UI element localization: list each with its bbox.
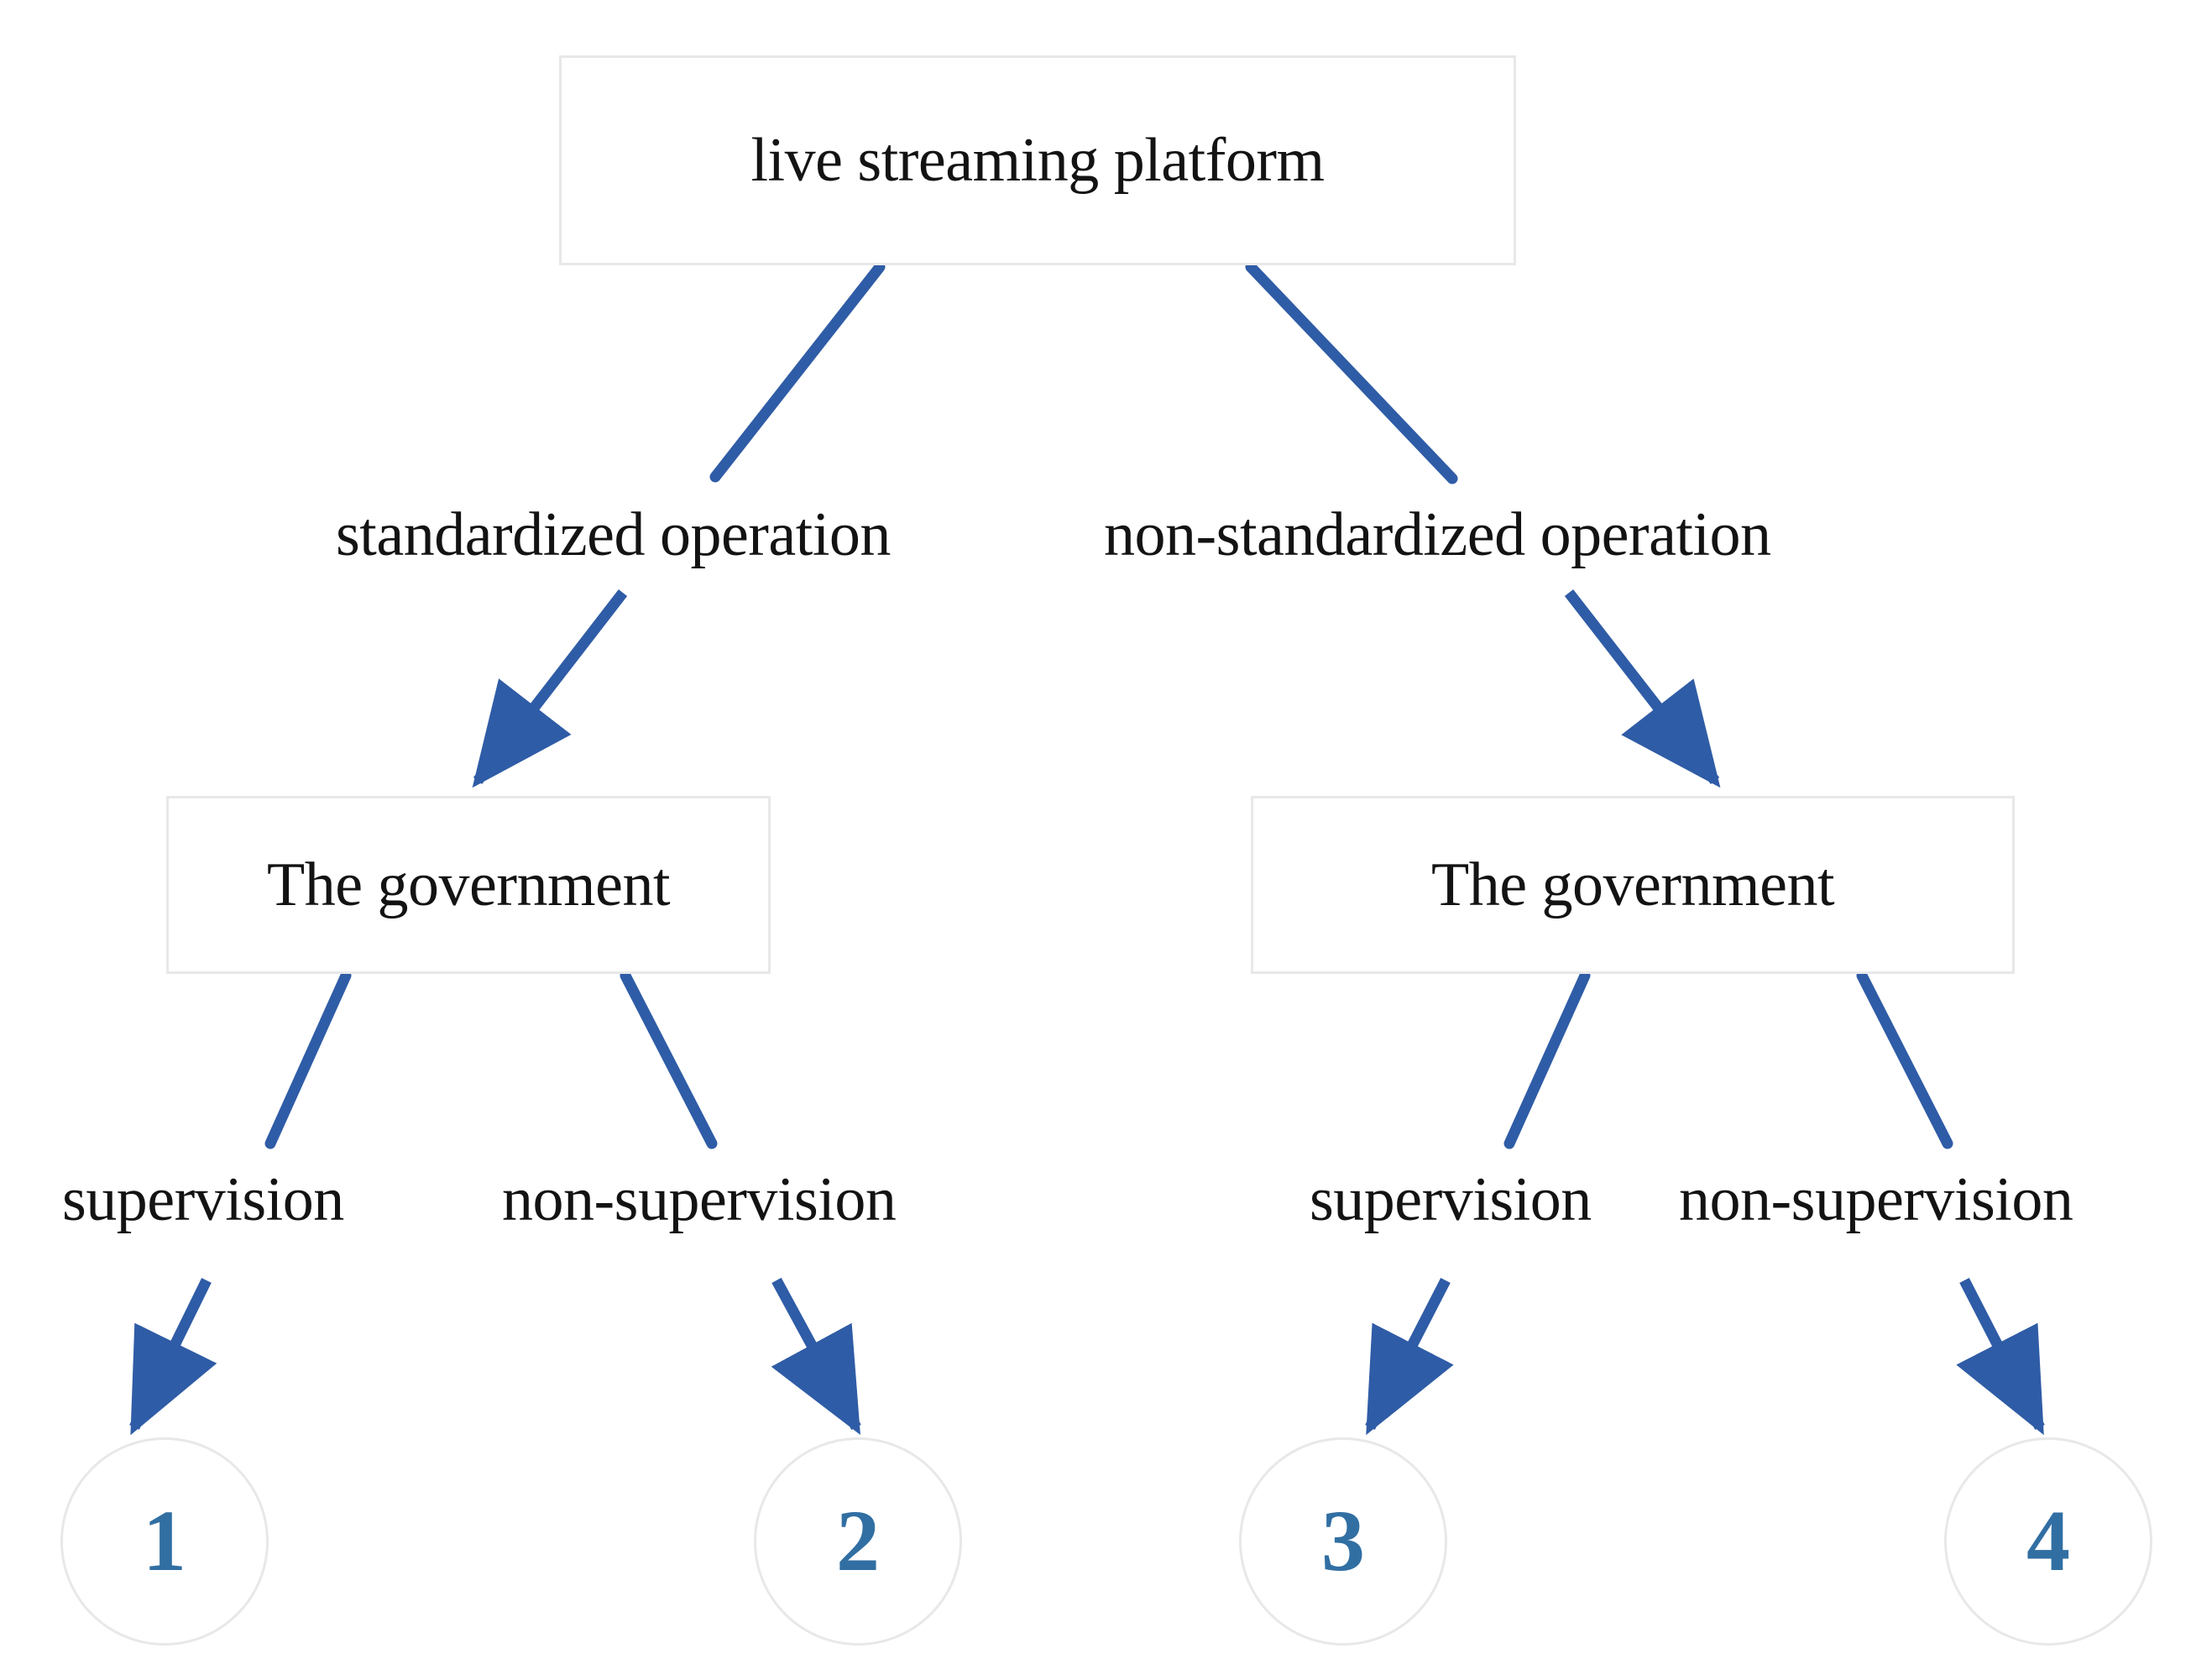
node-live-streaming-platform-label: live streaming platform [750, 126, 1325, 195]
outcome-circle-1-number: 1 [143, 1493, 186, 1589]
arrow-non-standardized-to-gov-right [1564, 589, 1721, 788]
outcome-circle-1[interactable]: 1 [60, 1437, 269, 1646]
outcome-circle-4[interactable]: 4 [1944, 1437, 2152, 1646]
arrow-supervision-to-outcome-3 [1365, 1278, 1454, 1436]
node-government-left[interactable]: The government [166, 796, 771, 974]
edge-label-non-supervision-right: non-supervision [1679, 1165, 2073, 1234]
outcome-circle-3[interactable]: 3 [1239, 1437, 1447, 1646]
node-government-right-label: The government [1431, 850, 1835, 919]
outcome-circle-2-number: 2 [836, 1493, 880, 1589]
edge-label-supervision-right: supervision [1310, 1165, 1592, 1234]
connector-gov-right-to-non-supervision [1856, 970, 1953, 1149]
outcome-circle-3-number: 3 [1321, 1493, 1365, 1589]
arrow-supervision-to-outcome-1 [129, 1278, 217, 1436]
connector-gov-left-to-non-supervision [620, 970, 718, 1149]
arrow-non-supervision-to-outcome-4 [1956, 1278, 2045, 1436]
connector-gov-left-to-supervision [264, 970, 352, 1149]
outcome-circle-4-number: 4 [2026, 1493, 2070, 1589]
node-live-streaming-platform[interactable]: live streaming platform [559, 55, 1516, 265]
arrow-non-supervision-to-outcome-2 [771, 1277, 861, 1436]
edge-label-standardized-operation: standardized operation [336, 500, 891, 569]
connector-gov-right-to-supervision [1503, 970, 1591, 1149]
arrow-standardized-to-gov-left [472, 589, 628, 788]
node-government-left-label: The government [267, 850, 671, 919]
edge-label-non-standardized-operation: non-standardized operation [1104, 500, 1771, 569]
connector-root-to-standardized [709, 261, 886, 483]
outcome-circle-2[interactable]: 2 [754, 1437, 962, 1646]
edge-label-supervision-left: supervision [62, 1165, 344, 1234]
node-government-right[interactable]: The government [1251, 796, 2015, 974]
edge-label-non-supervision-left: non-supervision [502, 1165, 897, 1234]
connector-root-to-non-standardized [1245, 261, 1458, 484]
